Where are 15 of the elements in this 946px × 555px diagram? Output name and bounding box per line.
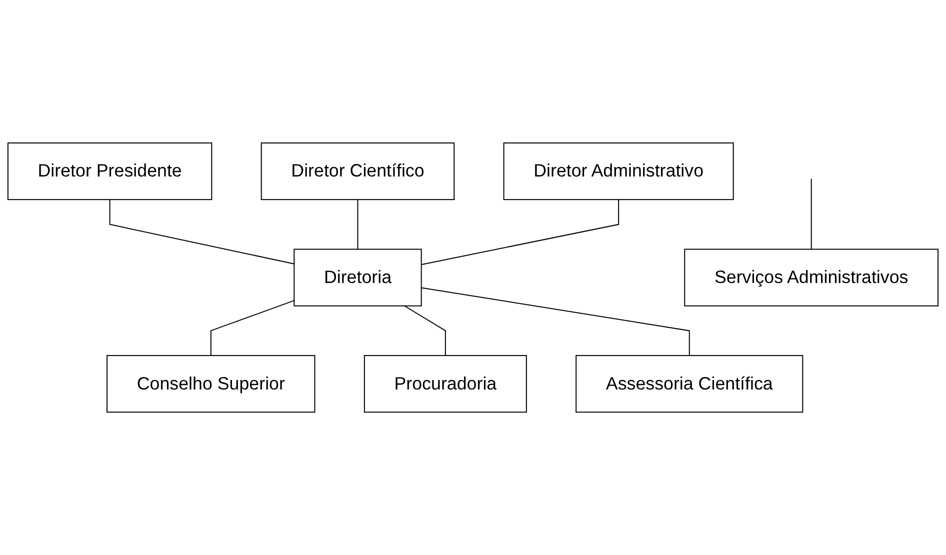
connector [420,199,620,266]
node-box: Procuradoria [364,354,527,413]
node-box: Serviços Administrativos [684,248,939,306]
connector [810,178,812,250]
connector [357,199,358,250]
node-box: Diretor Científico [260,142,455,200]
node-box: Conselho Superior [106,354,316,413]
connector [420,287,690,356]
connector [210,300,295,356]
node-box: Diretor Administrativo [503,142,734,200]
connector [404,305,446,356]
node-box: Diretor Presidente [7,142,212,200]
node-box: Assessoria Científica [576,354,804,413]
node-box: Diretoria [294,248,422,306]
connector [109,199,295,264]
